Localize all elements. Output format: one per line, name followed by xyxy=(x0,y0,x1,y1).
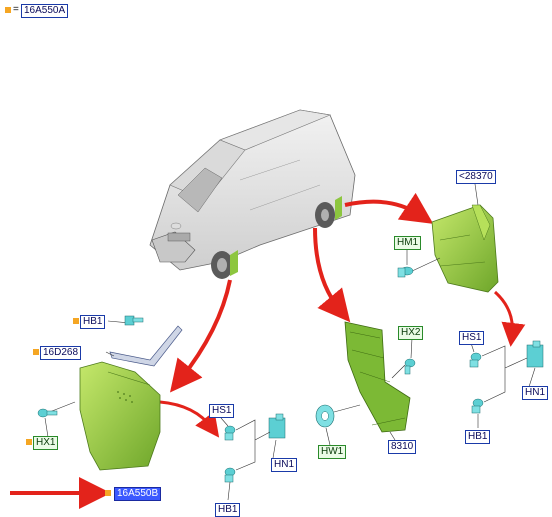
callout-hs1-mid[interactable]: HS1 xyxy=(209,404,235,418)
callout-hb1-right[interactable]: HB1 xyxy=(465,430,491,444)
callout-16a550b-selected[interactable]: 16A550B xyxy=(114,487,162,501)
hm1-push-pin xyxy=(397,257,441,278)
marker-16d268 xyxy=(33,349,39,355)
callout-8310[interactable]: 8310 xyxy=(388,440,417,454)
hx1-screw xyxy=(37,401,76,418)
mid-hardware xyxy=(224,413,286,483)
callout-hn1-mid[interactable]: HN1 xyxy=(271,458,298,472)
van-illustration xyxy=(149,109,356,279)
callout-16d268[interactable]: 16D268 xyxy=(40,346,82,360)
callout-hx1[interactable]: HX1 xyxy=(33,436,59,450)
hb1-left-bolt xyxy=(107,315,144,326)
front-wheel xyxy=(211,251,233,279)
callout-hn1-right[interactable]: HN1 xyxy=(522,386,549,400)
rear-mud-flap xyxy=(431,204,499,293)
header-marker xyxy=(5,7,11,13)
rear-wheel xyxy=(315,202,335,228)
right-hardware xyxy=(469,340,544,414)
callout-hs1-right[interactable]: HS1 xyxy=(459,331,485,345)
callout-hx2[interactable]: HX2 xyxy=(398,326,424,340)
marker-hb1-left xyxy=(73,318,79,324)
hw1-washer xyxy=(315,404,361,428)
marker-hx1 xyxy=(26,439,32,445)
pointer-arrows xyxy=(10,192,526,509)
callout-hw1[interactable]: HW1 xyxy=(318,445,347,459)
header-equals: = xyxy=(13,4,19,15)
marker-16a550b xyxy=(105,490,111,496)
front-bracket xyxy=(109,325,183,367)
callout-28370[interactable]: <28370 xyxy=(456,170,496,184)
callout-hb1-mid[interactable]: HB1 xyxy=(215,503,241,517)
splash-shield xyxy=(344,321,411,433)
hx2-screw xyxy=(391,358,416,379)
callout-hb1-left[interactable]: HB1 xyxy=(80,315,106,329)
callout-hm1[interactable]: HM1 xyxy=(394,236,422,250)
front-mud-flap xyxy=(79,361,161,471)
header-part-code[interactable]: 16A550A xyxy=(21,4,69,18)
